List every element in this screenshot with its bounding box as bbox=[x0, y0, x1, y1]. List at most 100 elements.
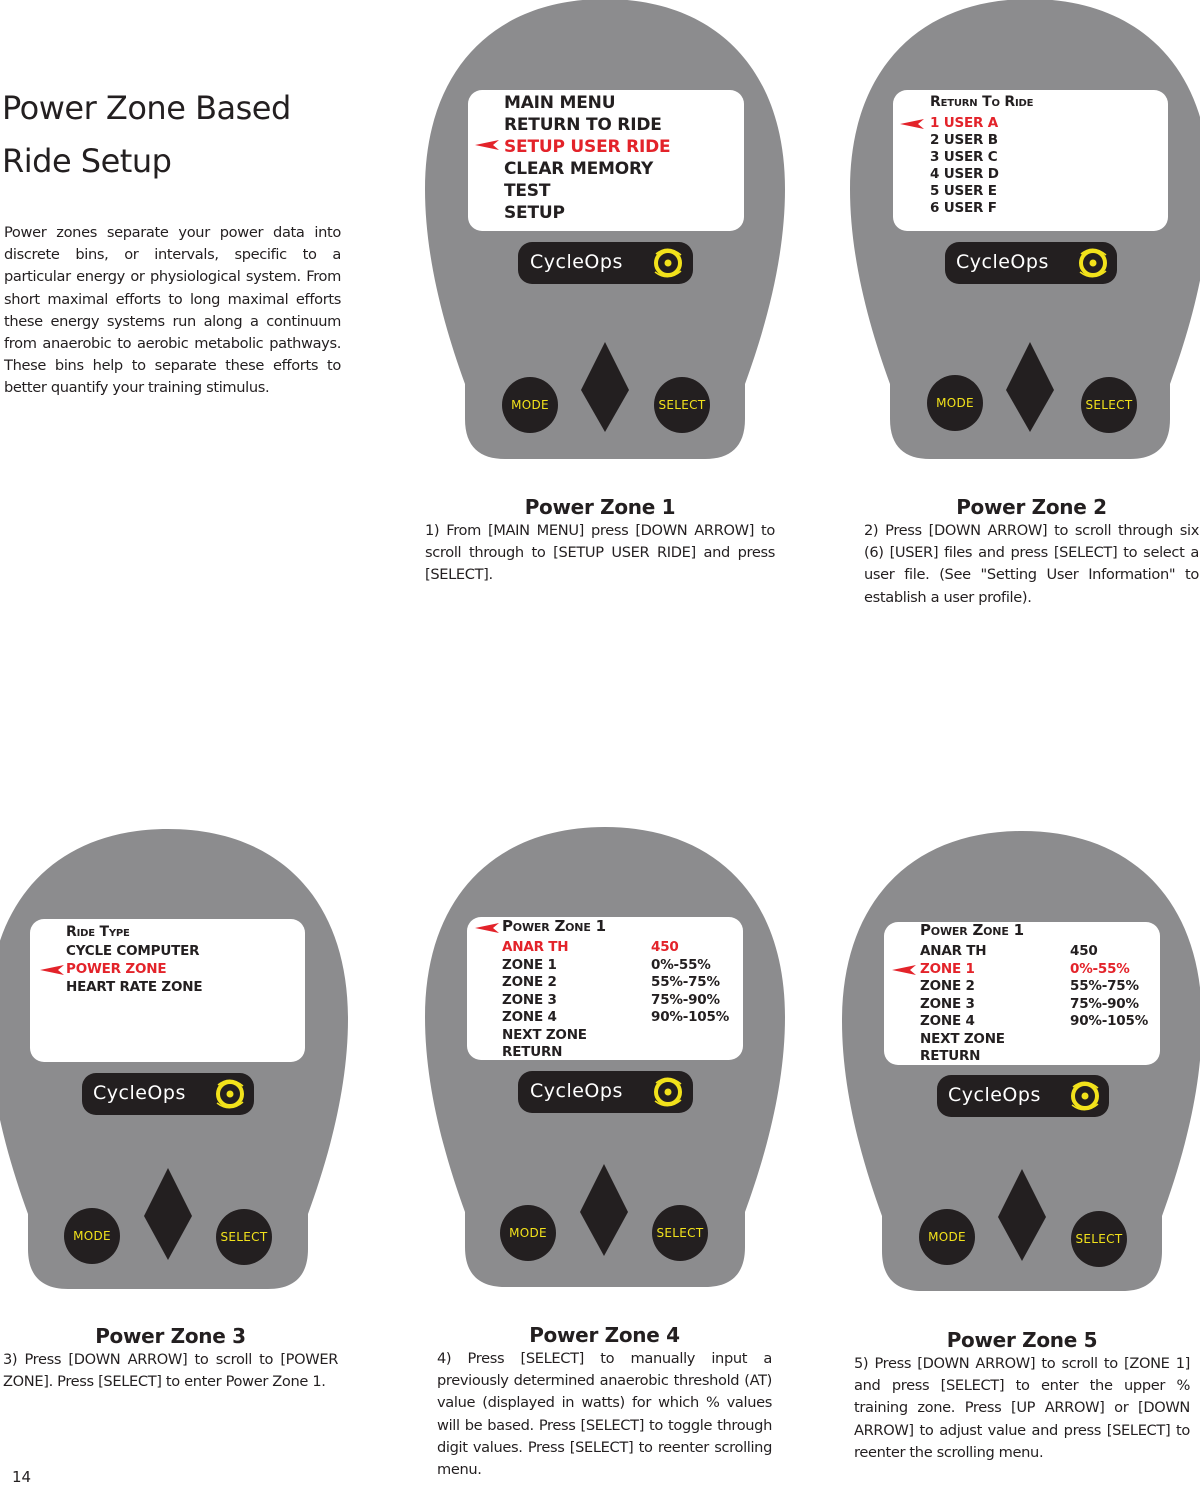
up-arrow-button[interactable] bbox=[144, 1168, 192, 1216]
step-power-zone-5: Power Zone 5 5) Press [DOWN ARROW] to sc… bbox=[854, 1327, 1190, 1464]
pointer-arrow-icon bbox=[40, 965, 64, 975]
menu-item-user-a: 1 USER A bbox=[930, 115, 998, 131]
step-power-zone-4: Power Zone 4 4) Press [SELECT] to manual… bbox=[437, 1322, 772, 1481]
select-button[interactable]: SELECT bbox=[216, 1209, 272, 1265]
row-label-zone-2: ZONE 2 bbox=[502, 974, 557, 990]
device-power-zone-2: Return To Ride 1 USER A 2 USER B 3 USER … bbox=[850, 0, 1200, 460]
cycleops-logo-mark-icon bbox=[216, 1079, 244, 1109]
row-label-zone-4: ZONE 4 bbox=[920, 1013, 975, 1029]
row-label-anar-th: ANAR TH bbox=[502, 939, 569, 955]
device-screen bbox=[884, 922, 1160, 1065]
menu-item-main-menu: MAIN MENU bbox=[504, 93, 616, 113]
up-arrow-button[interactable] bbox=[580, 1164, 628, 1212]
cycleops-logo: CycleOps bbox=[518, 242, 693, 284]
step-power-zone-2: Power Zone 2 2) Press [DOWN ARROW] to sc… bbox=[864, 494, 1199, 609]
menu-item-heart-rate-zone: HEART RATE ZONE bbox=[66, 979, 203, 995]
device-screen bbox=[467, 917, 743, 1060]
row-label-zone-2: ZONE 2 bbox=[920, 978, 975, 994]
pointer-arrow-icon bbox=[475, 140, 499, 150]
menu-item-cycle-computer: CYCLE COMPUTER bbox=[66, 943, 200, 959]
row-label-zone-1: ZONE 1 bbox=[920, 961, 975, 977]
brand-name: CycleOps bbox=[530, 1080, 623, 1102]
step-text: 3) Press [DOWN ARROW] to scroll to [POWE… bbox=[3, 1351, 338, 1391]
down-arrow-button[interactable] bbox=[580, 1212, 628, 1256]
intro-paragraph: Power zones separate your power data int… bbox=[4, 224, 341, 397]
device-screen bbox=[30, 919, 305, 1062]
row-value-zone-3: 75%-90% bbox=[1070, 996, 1139, 1012]
row-label-zone-3: ZONE 3 bbox=[502, 992, 557, 1008]
screen-header-power-zone-1: Power Zone 1 bbox=[502, 917, 606, 935]
device-screen bbox=[893, 90, 1168, 231]
page-title: Power Zone Based Ride Setup bbox=[2, 82, 291, 188]
screen-header-power-zone-1: Power Zone 1 bbox=[920, 921, 1024, 939]
row-value-zone-3: 75%-90% bbox=[651, 992, 720, 1008]
brand-name: CycleOps bbox=[948, 1084, 1041, 1106]
page-title-line-2: Ride Setup bbox=[2, 142, 172, 180]
mode-button[interactable]: MODE bbox=[64, 1208, 120, 1264]
mode-button[interactable]: MODE bbox=[927, 375, 983, 431]
mode-button[interactable]: MODE bbox=[500, 1205, 556, 1261]
step-heading: Power Zone 1 bbox=[524, 495, 676, 519]
menu-header-ride-type: Ride Type bbox=[66, 924, 130, 940]
row-value-zone-1: 0%-55% bbox=[1070, 961, 1130, 977]
cycleops-logo-mark-icon bbox=[1071, 1081, 1099, 1111]
step-heading: Power Zone 4 bbox=[529, 1323, 680, 1347]
step-power-zone-1: Power Zone 1 1) From [MAIN MENU] press [… bbox=[425, 494, 775, 587]
down-arrow-button[interactable] bbox=[144, 1216, 192, 1260]
row-value-anar-th: 450 bbox=[1070, 943, 1098, 959]
row-value-zone-4: 90%-105% bbox=[651, 1009, 730, 1025]
row-value-anar-th: 450 bbox=[651, 939, 679, 955]
page-title-line-1: Power Zone Based bbox=[2, 89, 291, 127]
menu-item-power-zone: POWER ZONE bbox=[66, 961, 167, 977]
row-label-anar-th: ANAR TH bbox=[920, 943, 987, 959]
pointer-arrow-icon bbox=[892, 965, 916, 975]
cycleops-logo: CycleOps bbox=[945, 242, 1117, 284]
cycleops-logo: CycleOps bbox=[518, 1071, 693, 1113]
select-button[interactable]: SELECT bbox=[654, 377, 710, 433]
step-heading: Power Zone 2 bbox=[956, 495, 1107, 519]
step-text: 5) Press [DOWN ARROW] to scroll to [ZONE… bbox=[854, 1355, 1190, 1461]
row-label-return: RETURN bbox=[920, 1048, 981, 1064]
down-arrow-button[interactable] bbox=[1006, 390, 1054, 432]
pointer-arrow-icon bbox=[475, 923, 499, 933]
menu-item-user-e: 5 USER E bbox=[930, 183, 997, 199]
menu-item-user-f: 6 USER F bbox=[930, 200, 997, 216]
menu-item-clear-memory: CLEAR MEMORY bbox=[504, 159, 654, 179]
device-power-zone-4: Power Zone 1 ANAR TH 450 ZONE 1 0%-55% Z… bbox=[425, 826, 785, 1288]
pointer-arrow-icon bbox=[900, 119, 924, 129]
device-power-zone-3: Ride Type CYCLE COMPUTER POWER ZONE HEAR… bbox=[0, 828, 348, 1290]
mode-button[interactable]: MODE bbox=[919, 1209, 975, 1265]
brand-name: CycleOps bbox=[530, 251, 623, 273]
select-button[interactable]: SELECT bbox=[1081, 377, 1137, 433]
cycleops-logo: CycleOps bbox=[82, 1073, 254, 1115]
mode-button[interactable]: MODE bbox=[502, 377, 558, 433]
cycleops-logo-mark-icon bbox=[654, 248, 682, 278]
cycleops-logo-mark-icon bbox=[1079, 248, 1107, 278]
menu-item-setup-user-ride: SETUP USER RIDE bbox=[504, 137, 671, 157]
menu-item-setup: SETUP bbox=[504, 203, 565, 223]
device-screen bbox=[468, 90, 744, 231]
up-arrow-button[interactable] bbox=[998, 1169, 1046, 1217]
cycleops-logo-mark-icon bbox=[654, 1077, 682, 1107]
menu-item-user-d: 4 USER D bbox=[930, 166, 999, 182]
page-number: 14 bbox=[12, 1468, 32, 1486]
step-heading: Power Zone 5 bbox=[946, 1328, 1098, 1352]
down-arrow-button[interactable] bbox=[998, 1217, 1046, 1261]
up-arrow-button[interactable] bbox=[581, 342, 629, 390]
step-text: 4) Press [SELECT] to manually input a pr… bbox=[437, 1350, 772, 1479]
select-button[interactable]: SELECT bbox=[1071, 1211, 1127, 1267]
menu-item-test: TEST bbox=[504, 181, 551, 201]
down-arrow-button[interactable] bbox=[581, 390, 629, 432]
step-power-zone-3: Power Zone 3 3) Press [DOWN ARROW] to sc… bbox=[3, 1323, 338, 1393]
row-label-next-zone: NEXT ZONE bbox=[920, 1031, 1005, 1047]
row-label-zone-4: ZONE 4 bbox=[502, 1009, 557, 1025]
step-text: 1) From [MAIN MENU] press [DOWN ARROW] t… bbox=[425, 522, 775, 584]
select-button[interactable]: SELECT bbox=[652, 1205, 708, 1261]
up-arrow-button[interactable] bbox=[1006, 342, 1054, 390]
menu-item-return-to-ride: RETURN TO RIDE bbox=[504, 115, 662, 135]
menu-item-user-b: 2 USER B bbox=[930, 132, 998, 148]
row-label-zone-1: ZONE 1 bbox=[502, 957, 557, 973]
step-text: 2) Press [DOWN ARROW] to scroll through … bbox=[864, 522, 1199, 606]
device-power-zone-5: Power Zone 1 ANAR TH 450 ZONE 1 0%-55% Z… bbox=[842, 830, 1200, 1292]
row-value-zone-2: 55%-75% bbox=[651, 974, 720, 990]
